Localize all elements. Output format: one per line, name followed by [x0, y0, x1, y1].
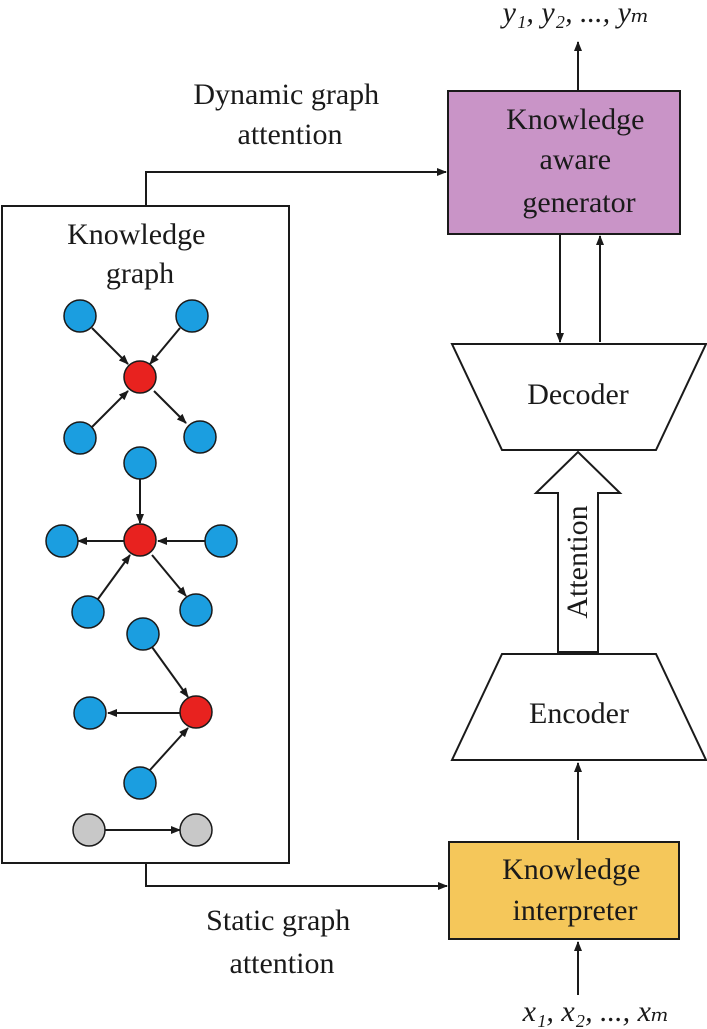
dynamic-attention-arrow [145, 168, 447, 205]
graph-edge [151, 554, 187, 597]
knowledge-interpreter-box [448, 841, 680, 940]
graph-node-leaf [123, 766, 157, 800]
graph-edge [151, 646, 189, 698]
graph-node-center [123, 360, 157, 394]
graph-edge [91, 327, 129, 365]
knowledge-aware-generator-label: Knowledge aware generator [506, 103, 652, 219]
static-attention-arrow [145, 864, 448, 890]
encoder-block [450, 653, 707, 761]
graph-node-center [123, 523, 157, 557]
decoder-block [450, 343, 707, 451]
knowledge-aware-generator-box [447, 90, 681, 235]
graph-edges [77, 327, 206, 834]
outputs-label: y₁, y₂, ..., yₘ [500, 0, 650, 29]
graph-node-leaf [183, 420, 217, 454]
inputs-label: x₁, x₂, ..., xₘ [522, 995, 670, 1028]
graph-edge [153, 390, 187, 424]
encoder-label: Encoder [529, 697, 629, 730]
graph-node-leaf [123, 446, 157, 480]
graph-node-leaf [204, 524, 238, 558]
graph-edge [149, 727, 189, 771]
graph-node-leaf [45, 524, 79, 558]
static-attention-label: Static graph attention [206, 904, 358, 980]
graph-node-neutral [179, 813, 213, 847]
graph-edge [91, 390, 129, 428]
graph-node-leaf [179, 593, 213, 627]
graph-node-leaf [71, 595, 105, 629]
graph-node-leaf [175, 299, 209, 333]
knowledge-interpreter-label: Knowledge interpreter [502, 853, 648, 927]
graph-edge [97, 554, 131, 600]
dynamic-attention-label: Dynamic graph attention [193, 78, 386, 151]
graph-node-neutral [72, 813, 106, 847]
attention-arrow [533, 450, 623, 653]
graph-node-leaf [126, 617, 160, 651]
graph-edge [149, 327, 181, 365]
graph-node-leaf [63, 299, 97, 333]
graph-node-center [179, 695, 213, 729]
knowledge-graph-title: Knowledge graph [67, 218, 213, 290]
graph-nodes [45, 299, 238, 847]
decoder-label: Decoder [527, 378, 629, 411]
attention-arrow-label: Attention [561, 505, 594, 618]
graph-node-leaf [73, 696, 107, 730]
graph-node-leaf [63, 421, 97, 455]
